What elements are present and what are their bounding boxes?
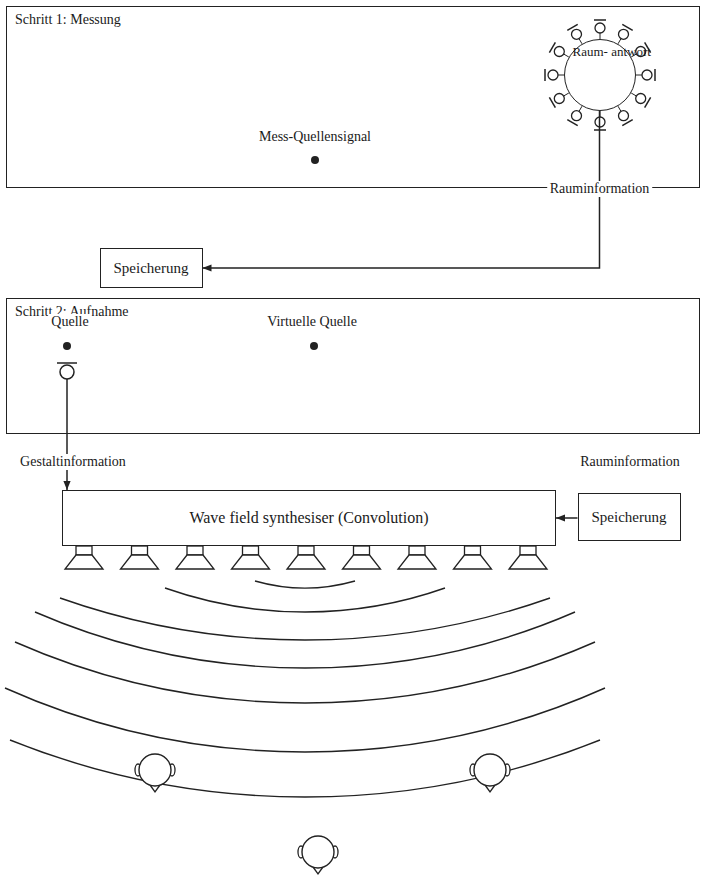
text-label: Mess-Quellensignal <box>256 129 374 145</box>
source-dot <box>311 156 319 164</box>
node-text: Raum- antwort <box>573 45 625 59</box>
source-dot <box>63 342 71 350</box>
loudspeaker-magnet <box>354 546 370 555</box>
microphone-bar <box>645 42 651 52</box>
loudspeaker-magnet <box>243 546 259 555</box>
microphone-symbol <box>57 363 77 434</box>
microphone <box>619 111 629 121</box>
node-text: Wave field synthesiser (Convolution) <box>181 509 436 527</box>
microphone <box>619 29 629 39</box>
microphone <box>572 29 582 39</box>
wavefront-arc <box>5 688 605 752</box>
step-frame: Schritt 1: MessungRaum- antwort <box>6 6 700 188</box>
microphone-stem <box>631 93 636 96</box>
microphone <box>572 111 582 121</box>
listener-head <box>139 754 171 786</box>
connector-arrow <box>556 517 578 519</box>
wavefront-arc <box>165 588 445 612</box>
microphone <box>636 47 646 57</box>
node-text: Schritt 1: Messung <box>15 12 121 28</box>
node-text: Speicherung <box>106 260 197 277</box>
edge-label: Rauminformation <box>547 181 653 197</box>
microphone-bar <box>544 69 546 81</box>
microphone-bar <box>567 24 577 30</box>
connector-arrow <box>203 111 600 269</box>
microphone-stem <box>564 93 569 96</box>
listener-heads <box>135 754 510 874</box>
loudspeaker-cone <box>398 555 436 569</box>
microphone-stem <box>631 54 636 57</box>
microphone-stem <box>636 75 642 76</box>
microphone <box>642 70 652 80</box>
loudspeaker-cone <box>176 555 214 569</box>
microphone-stem <box>618 106 621 111</box>
storage-box: Speicherung <box>100 248 203 288</box>
node-text: Speicherung <box>584 509 675 526</box>
microphone <box>548 70 558 80</box>
loudspeaker-magnet <box>187 546 203 555</box>
loudspeaker-array <box>65 546 547 569</box>
loudspeaker-cone <box>509 555 547 569</box>
text-label: Virtuelle Quelle <box>264 314 360 330</box>
microphone <box>636 94 646 104</box>
text-label: Rauminformation <box>577 454 683 470</box>
loudspeaker-cone <box>343 555 381 569</box>
room-response-circle: Raum- antwort <box>564 39 636 111</box>
loudspeaker-cone <box>454 555 492 569</box>
loudspeaker-cone <box>121 555 159 569</box>
wavefront-arc <box>15 642 595 703</box>
microphone-bar <box>622 24 632 30</box>
microphone-bar <box>567 120 577 126</box>
edge-label: Gestaltinformation <box>17 454 129 470</box>
microphone-bar <box>549 42 555 52</box>
loudspeaker-magnet <box>298 546 314 555</box>
text-label: Quelle <box>48 314 91 330</box>
wavefronts <box>5 581 605 797</box>
microphone-stem <box>618 39 621 44</box>
loudspeaker-cone <box>65 555 103 569</box>
microphone <box>595 23 605 33</box>
wavefront-arc <box>10 740 600 797</box>
loudspeaker-magnet <box>132 546 148 555</box>
synthesiser-box: Wave field synthesiser (Convolution) <box>62 490 556 546</box>
microphone <box>554 47 564 57</box>
loudspeaker-magnet <box>76 546 92 555</box>
loudspeaker-magnet <box>520 546 536 555</box>
microphone-stem <box>579 106 582 111</box>
microphone-bar <box>594 19 606 21</box>
listener-head <box>302 836 334 868</box>
microphone-bar <box>654 69 656 81</box>
storage-box: Speicherung <box>578 493 681 541</box>
microphone-bar <box>645 97 651 107</box>
microphone-bar <box>622 120 632 126</box>
microphone-bar <box>549 97 555 107</box>
wavefront-arc <box>35 612 575 668</box>
wavefront-arc <box>255 581 355 588</box>
wavefront-arc <box>60 598 550 640</box>
loudspeaker-magnet <box>465 546 481 555</box>
loudspeaker-cone <box>287 555 325 569</box>
loudspeaker-magnet <box>409 546 425 555</box>
microphone <box>554 94 564 104</box>
listener-head <box>474 754 506 786</box>
virtual-source-dot <box>310 342 318 350</box>
loudspeaker-cone <box>232 555 270 569</box>
